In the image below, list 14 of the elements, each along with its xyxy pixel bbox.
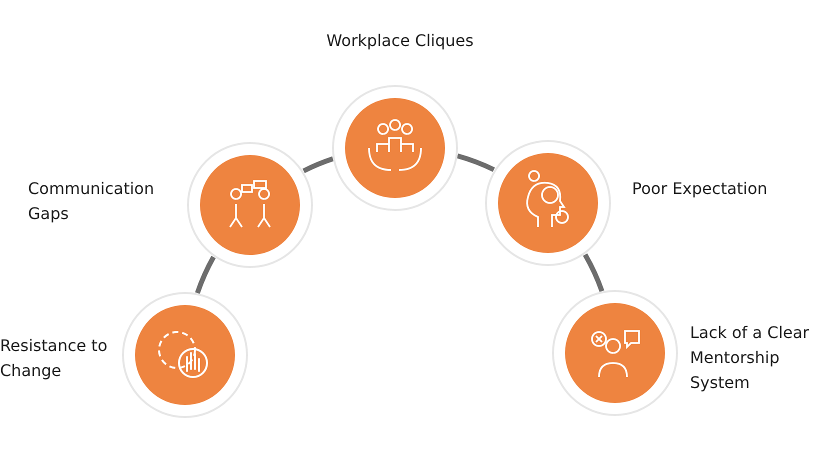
node-caption: Resistance to Change xyxy=(0,335,108,382)
node-caption: Communication Gaps xyxy=(28,178,156,225)
node-caption: Poor Expectation xyxy=(632,178,768,200)
arc-connector xyxy=(582,253,604,292)
circle-node xyxy=(550,288,680,418)
circle-node xyxy=(185,140,315,270)
node-caption: Workplace Cliques xyxy=(325,30,475,52)
arc-connector xyxy=(195,256,216,294)
circle-node xyxy=(330,83,460,213)
circle-node xyxy=(483,138,613,268)
arc-connector xyxy=(302,156,334,174)
arc-connector xyxy=(456,153,495,172)
node-caption: Lack of a Clear Mentorship System xyxy=(690,322,810,394)
circle-node xyxy=(120,290,250,420)
